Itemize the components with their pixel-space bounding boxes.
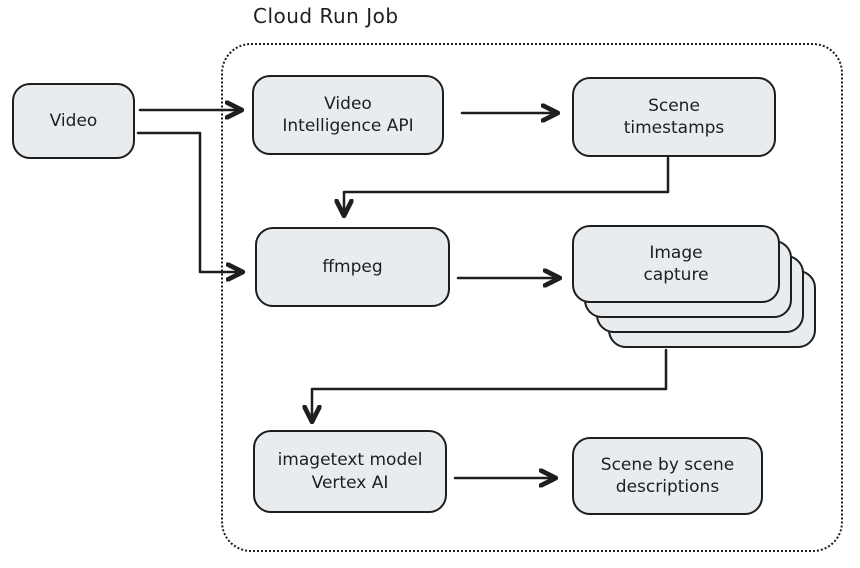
node-imagetext-model-vertex-ai: imagetext model Vertex AI bbox=[253, 430, 447, 513]
node-imagetext-model-vertex-ai-label: imagetext model Vertex AI bbox=[277, 450, 423, 493]
node-scene-timestamps: Scene timestamps bbox=[572, 77, 776, 157]
cloud-run-job-container bbox=[221, 43, 843, 552]
node-ffmpeg-label: ffmpeg bbox=[322, 256, 383, 277]
container-title: Cloud Run Job bbox=[253, 4, 399, 28]
node-image-capture: Image capture bbox=[572, 225, 780, 303]
node-video: Video bbox=[12, 83, 135, 159]
node-video-intelligence-api-label: Video Intelligence API bbox=[282, 93, 414, 136]
node-scene-by-scene-descriptions-label: Scene by scene descriptions bbox=[600, 454, 735, 497]
node-scene-by-scene-descriptions: Scene by scene descriptions bbox=[572, 437, 763, 515]
node-video-intelligence-api: Video Intelligence API bbox=[252, 75, 444, 155]
node-ffmpeg: ffmpeg bbox=[255, 227, 450, 307]
node-image-capture-label: Image capture bbox=[643, 242, 709, 285]
node-image-capture-stack: Image capture bbox=[572, 225, 817, 349]
node-video-label: Video bbox=[49, 110, 98, 131]
node-scene-timestamps-label: Scene timestamps bbox=[623, 95, 725, 138]
